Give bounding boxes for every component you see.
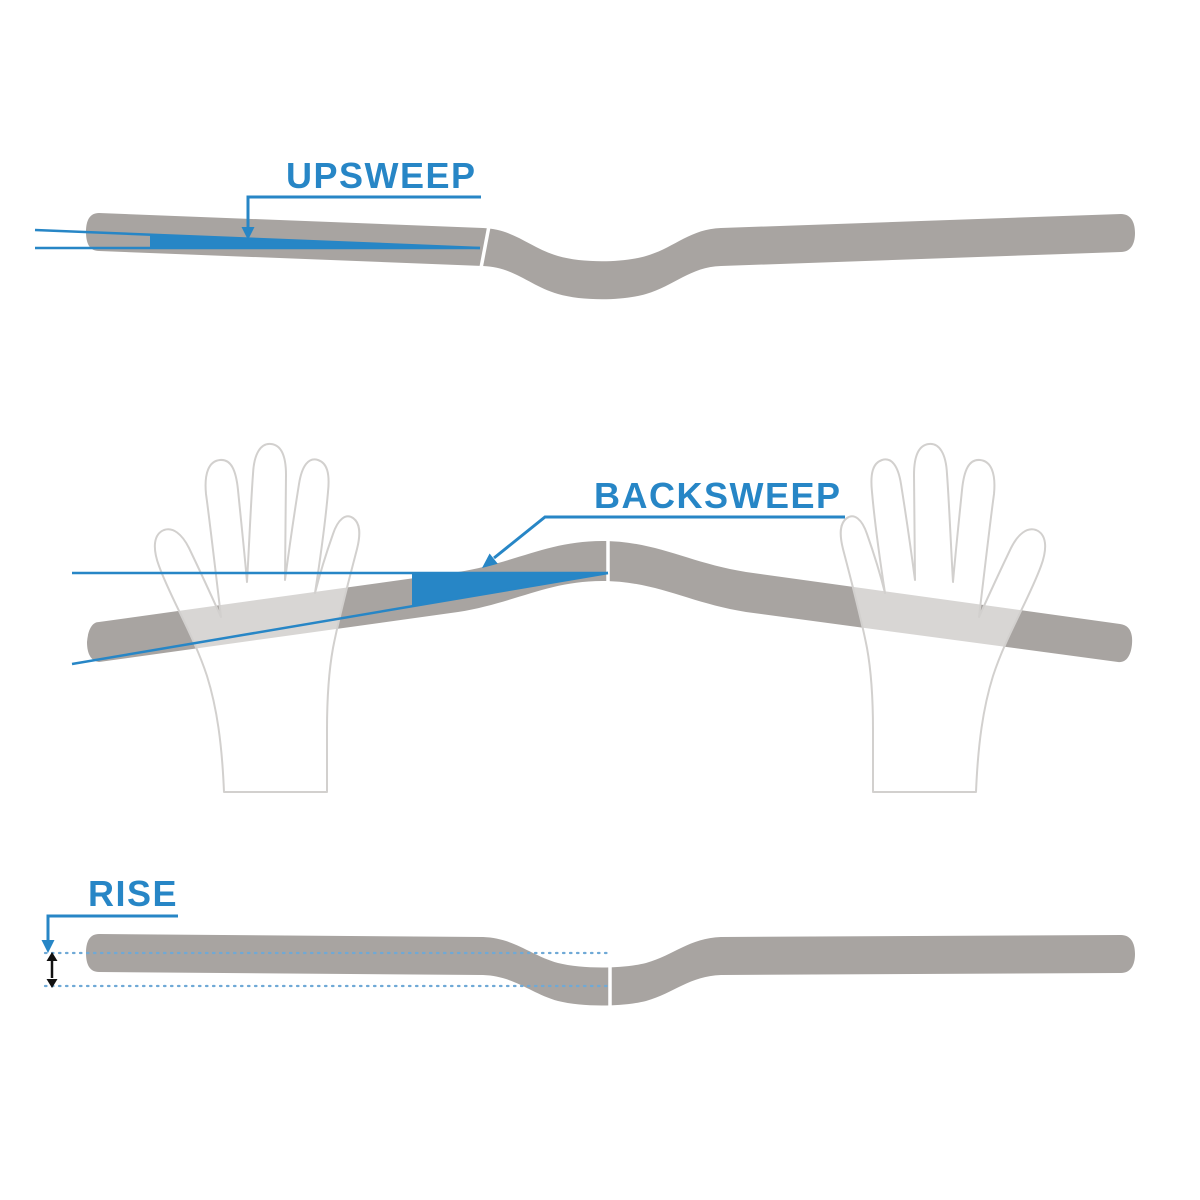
backsweep-pointer-line bbox=[493, 515, 845, 560]
rise-measure-arrowhead-down-icon bbox=[46, 979, 58, 988]
upsweep-label: UPSWEEP bbox=[286, 155, 477, 196]
upsweep-figure: UPSWEEP bbox=[34, 155, 1135, 300]
upsweep-arrowhead-icon bbox=[241, 227, 255, 240]
left-hand-outline bbox=[153, 442, 361, 793]
rise-label: RISE bbox=[88, 873, 178, 914]
backsweep-label: BACKSWEEP bbox=[594, 475, 842, 516]
clamp-divider-line-upsweep bbox=[479, 225, 491, 269]
handlebar-front-view-upsweep bbox=[86, 213, 1135, 300]
right-hand-outline bbox=[839, 442, 1047, 793]
rise-pointer-line bbox=[46, 914, 178, 941]
rise-figure: RISE bbox=[41, 873, 1135, 1009]
rise-arrowhead-icon bbox=[41, 940, 55, 953]
upsweep-pointer-line bbox=[246, 195, 481, 229]
backsweep-figure: BACKSWEEP bbox=[71, 442, 1133, 793]
backsweep-arrowhead-icon bbox=[482, 553, 498, 568]
backsweep-axis-line bbox=[71, 571, 609, 666]
rise-measure-arrowhead-up-icon bbox=[46, 952, 58, 961]
upsweep-axis-line bbox=[34, 228, 481, 250]
